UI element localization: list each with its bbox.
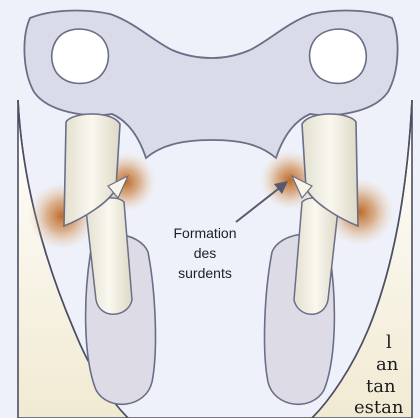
annotation-line-3: surdents [150,264,260,282]
cropped-text-1: l [386,332,392,354]
cropped-text-4: estan [354,397,403,418]
cropped-text-2: an [376,354,398,376]
right-orbit-opening [310,29,367,83]
cropped-text-3: tan [366,376,396,398]
annotation-line-2: des [150,244,260,262]
left-orbit-opening [52,29,109,83]
annotation-line-1: Formation [150,224,260,242]
